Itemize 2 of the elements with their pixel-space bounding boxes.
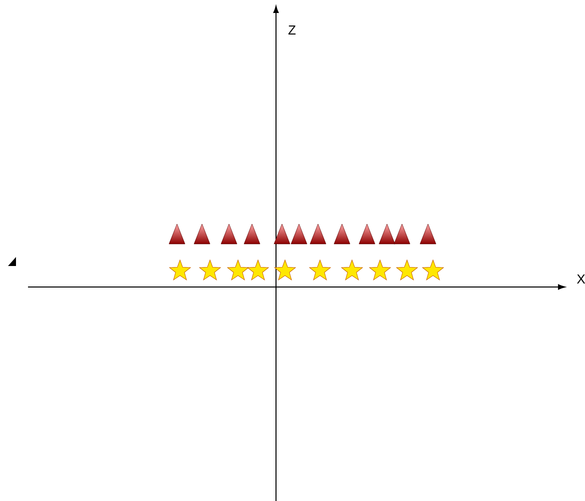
axis-label: Z	[288, 26, 296, 34]
axis-label: X	[576, 274, 585, 284]
